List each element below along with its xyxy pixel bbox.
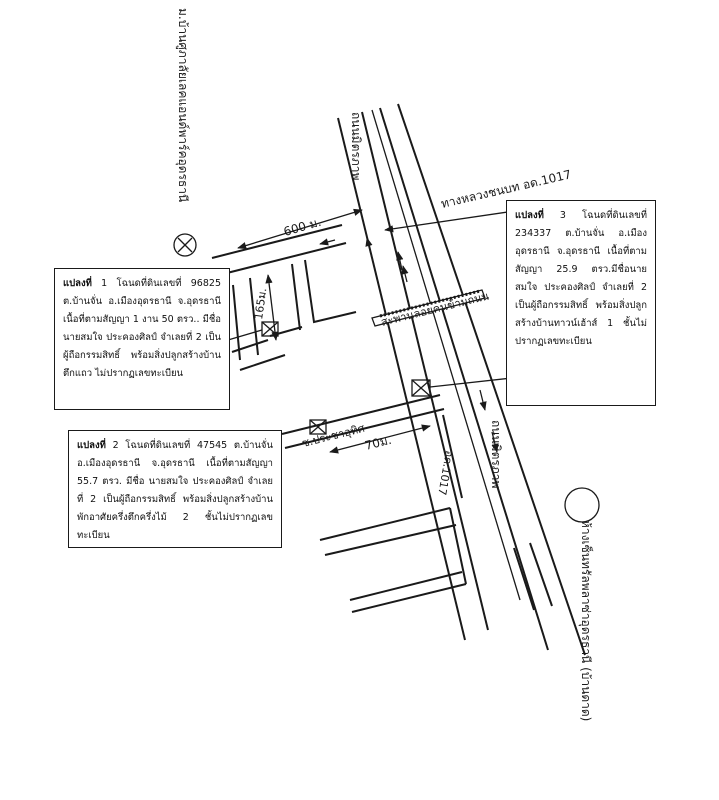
plot-2-marker-icon	[309, 419, 327, 435]
plot-2-title: แปลงที่	[77, 440, 106, 451]
dimension-70-line	[329, 424, 431, 454]
plot-1-marker-icon	[261, 321, 279, 337]
plot-1-pointer	[227, 329, 263, 341]
mall-marker-icon	[564, 487, 600, 523]
distance-165-label: 165ม.	[252, 287, 269, 320]
direction-arrow	[396, 251, 404, 271]
bridge-label: สะพานลอยคนข้ามถนน	[380, 289, 491, 329]
pedestrian-bridge	[371, 289, 486, 327]
road-label-top: ถนนมิตรภาพ	[349, 112, 363, 180]
road-label-bottom: ถนนมิตรภาพ	[489, 420, 503, 488]
direction-arrow	[319, 238, 336, 246]
plot-1-title: แปลงที่	[63, 278, 92, 289]
plot-1-description: แปลงที่ 1 โฉนดที่ดินเลขที่ 96825 ต.บ้านจ…	[54, 268, 230, 410]
dimension-165-line	[265, 274, 279, 341]
mall-label: ห้างเซ็นทรัลพลาซ่าอุดรธานี (บ้านดาด)	[578, 520, 594, 721]
plot-3-text: 3 โฉนดที่ดินเลขที่ 234337 ต.บ้านจั่น อ.เ…	[515, 210, 647, 347]
school-label: ม.บ้านศูภาลัยเลคแอนด์พาร์คอุดรธานี	[175, 8, 190, 202]
plot-3-title: แปลงที่	[515, 210, 544, 221]
distance-70-label: 70ม.	[363, 433, 393, 453]
plot-2-text: 2 โฉนดที่ดินเลขที่ 47545 ต.บ้านจั่น อ.เม…	[77, 440, 273, 541]
dimension-600-line	[237, 208, 363, 250]
direction-arrow	[491, 431, 499, 453]
plot-2-description: แปลงที่ 2 โฉนดที่ดินเลขที่ 47545 ต.บ้านจ…	[68, 430, 282, 548]
school-marker-icon	[173, 233, 197, 257]
direction-arrow	[365, 237, 373, 259]
direction-arrow	[479, 389, 487, 411]
plot-1-text: 1 โฉนดที่ดินเลขที่ 96825 ต.บ้านจั่น อ.เม…	[63, 278, 221, 379]
direction-arrow	[401, 265, 409, 283]
main-road-mittraphap	[337, 103, 586, 656]
plot-3-marker-icon	[411, 379, 431, 397]
plot-3-pointer	[429, 377, 513, 388]
left-branch-road	[211, 224, 357, 371]
plot-3-description: แปลงที่ 3 โฉนดที่ดินเลขที่ 234337 ต.บ้าน…	[506, 200, 656, 406]
lower-roads	[319, 414, 553, 613]
